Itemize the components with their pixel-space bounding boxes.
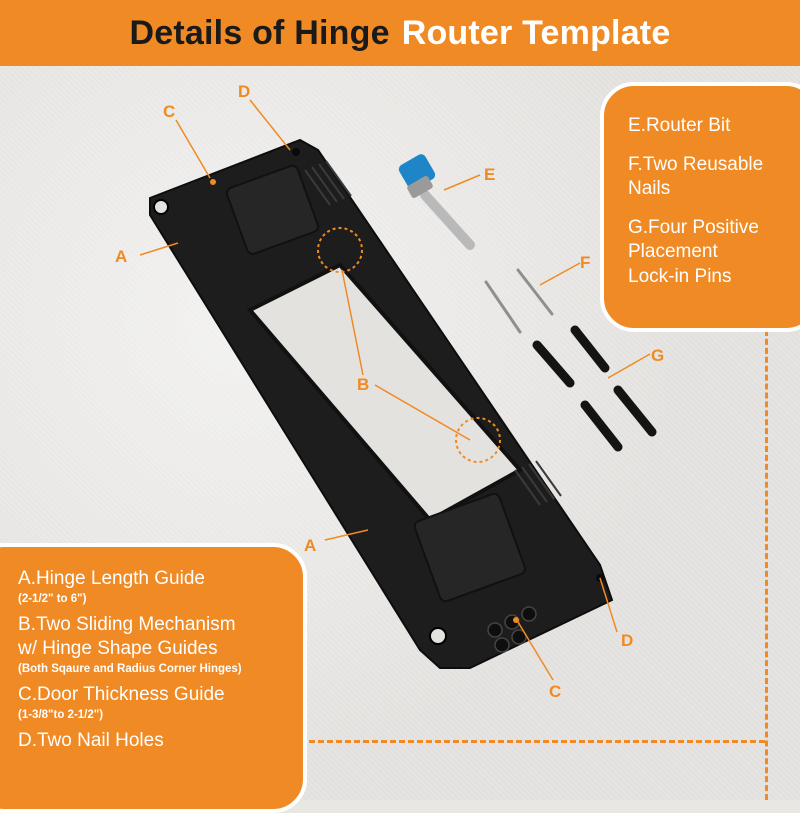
pins-label-line3: Lock-in Pins [628,265,732,287]
dashed-connector-left [300,740,765,743]
callout-f: F [580,253,590,272]
lock-in-pins [532,325,657,452]
header-title-part1: Details of Hinge [129,13,390,52]
router-bit [398,154,475,250]
door-thickness-guide-label: C.Door Thickness Guide [18,684,225,705]
nails-label-line2: Nails [628,178,671,199]
hinge-length-guide-label: A.Hinge Length Guide [18,568,205,589]
callout-a-top: A [115,247,127,266]
left-info-panel: A.Hinge Length Guide (2-1/2" to 6") B.Tw… [0,543,307,813]
hinge-length-guide-range: (2-1/2" to 6") [18,593,87,605]
hinge-router-template [149,138,614,669]
right-info-panel: E.Router Bit F.Two Reusable Nails G.Four… [600,82,800,332]
callout-b: B [357,375,369,394]
callout-d-bottom: D [621,631,633,650]
callout-g: G [651,346,664,365]
nail-holes-label: D.Two Nail Holes [18,730,164,751]
pins-label-line1: G.Four Positive [628,216,759,238]
sliding-mechanism-note: (Both Sqaure and Radius Corner Hinges) [18,663,242,675]
nails-label-line1: F.Two Reusable [628,153,764,175]
door-thickness-guide-range: (1-3/8"to 2-1/2") [18,709,104,721]
callout-a-bottom: A [304,536,316,555]
page-header: Details of Hinge Router Template [0,0,800,66]
callout-c-bottom: C [549,682,561,701]
callout-c-top: C [163,102,175,121]
callout-e: E [484,165,495,184]
sliding-mechanism-label-line2: w/ Hinge Shape Guides [18,638,218,659]
callout-d-top: D [238,82,250,101]
header-title-part2: Router Template [401,13,671,52]
pins-label-line2: Placement [628,241,718,262]
router-bit-label: E.Router Bit [628,115,731,136]
callout-lines [139,99,651,681]
sliding-mechanism-label-line1: B.Two Sliding Mechanism [18,614,236,635]
dashed-connector-right [765,330,768,800]
reusable-nails [484,268,554,334]
